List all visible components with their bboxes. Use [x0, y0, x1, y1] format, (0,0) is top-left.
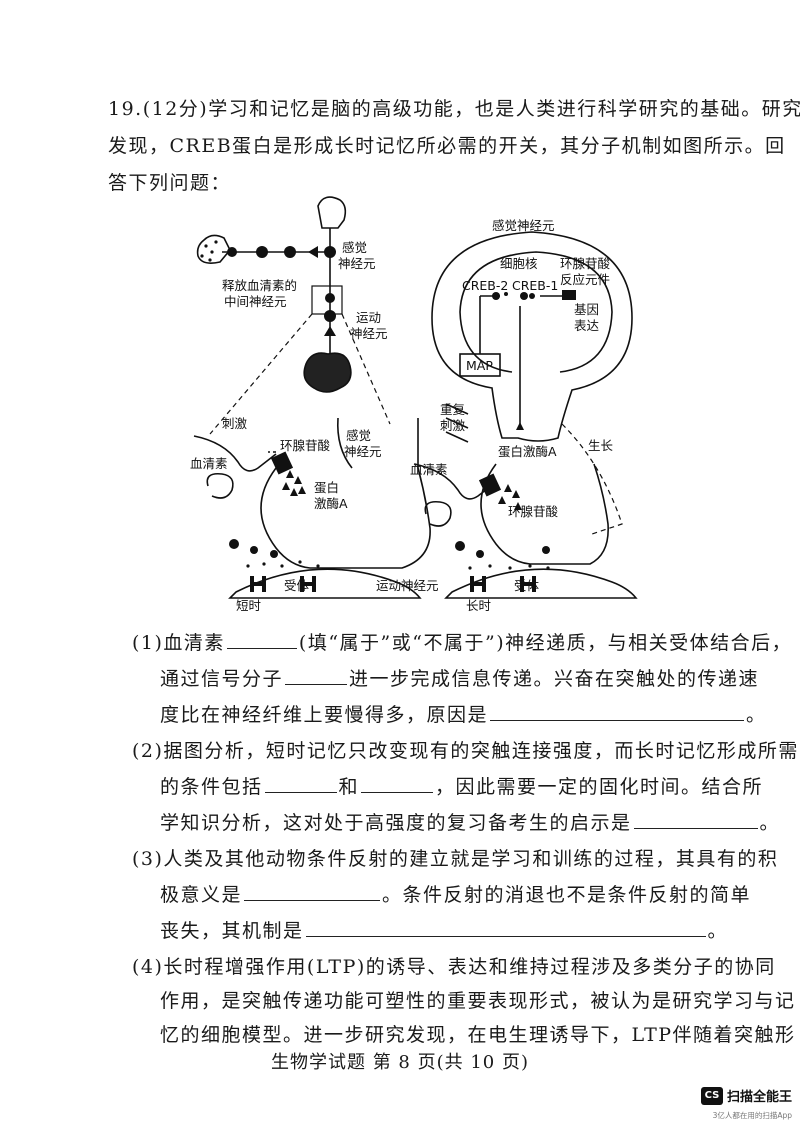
part-2-line-2: 的条件包括 和 ，因此需要一定的固化时间。结合所 [160, 772, 763, 799]
part-2-line-1: (2)据图分析，短时记忆只改变现有的突触连接强度，而长时记忆形成所需 [132, 740, 799, 762]
label-cre-1: 环腺苷酸 [560, 256, 611, 271]
sensory-terminal-left [260, 418, 431, 569]
answer-blank-4[interactable] [264, 790, 337, 793]
label-interneuron: 中间神经元 [224, 294, 287, 309]
part-2-text-b: 的条件包括 [160, 776, 263, 798]
part-4-line-3: 忆的细胞模型。进一步研究发现，在电生理诱导下，LTP伴随着突触形 [160, 1024, 796, 1046]
label-gene-1: 基因 [574, 302, 599, 317]
label-short-term: 短时 [236, 598, 262, 613]
scanner-watermark: CS 扫描全能王 [700, 1086, 792, 1105]
gill-icon [196, 234, 231, 264]
label-sensory: 感觉 [342, 240, 367, 255]
label-cre-2: 反应元件 [560, 272, 610, 287]
label-sensory-neuron: 神经元 [338, 256, 376, 271]
question-stem-line-1: 19.(12分)学习和记忆是脑的高级功能，也是人类进行科学研究的基础。研究 [108, 98, 800, 120]
label-neuron-left: 神经元 [344, 444, 382, 459]
part-1-end: 。 [746, 704, 767, 726]
answer-blank-5[interactable] [361, 790, 434, 793]
part-3-text-d: 丧失，其机制是 [160, 920, 304, 942]
part-1-text-d: 进一步完成信息传递。兴奋在突触处的传递速 [349, 668, 760, 690]
label-pka-right: 蛋白激酶A [498, 444, 557, 459]
part-4-line-2: 作用，是突触传递功能可塑性的重要表现形式，被认为是研究学习与记 [160, 990, 796, 1012]
question-stem-line-3: 答下列问题： [108, 172, 232, 194]
label-release-serotonin: 释放血清素的 [222, 278, 297, 293]
part-1-line-3: 度比在神经纤维上要慢得多，原因是 。 [160, 700, 767, 727]
part-3-text-c: 。条件反射的消退也不是条件反射的简单 [382, 884, 752, 906]
label-serotonin-left: 血清素 [190, 456, 228, 471]
part-1-text-c: 通过信号分子 [160, 668, 284, 690]
part-2-and: 和 [338, 776, 360, 798]
label-repeat-1: 重复 [440, 402, 466, 417]
part-3-line-1: (3)人类及其他动物条件反射的建立就是学习和训练的过程，其具有的积 [132, 848, 779, 870]
question-stem-line-2: 发现，CREB蛋白是形成长时记忆所必需的开关，其分子机制如图所示。回 [108, 135, 786, 157]
part-2-text-c: ，因此需要一定的固化时间。结合所 [435, 776, 764, 798]
serotonin-terminal-outline [193, 435, 277, 472]
label-creb1: CREB-1 [512, 278, 558, 293]
label-sensory-neuron-right: 感觉神经元 [492, 218, 555, 233]
part-1-text-b: (填“属于”或“不属于”)神经递质，与相关受体结合后， [298, 632, 793, 654]
label-long-term: 长时 [466, 598, 492, 613]
part-2-end: 。 [759, 812, 781, 834]
part-1-line-1: (1)血清素 (填“属于”或“不属于”)神经递质，与相关受体结合后， [132, 628, 792, 655]
answer-blank-7[interactable] [244, 898, 381, 901]
sensory-head-icon [317, 196, 347, 229]
label-pka-2: 激酶A [314, 496, 348, 511]
diagram-svg: 感觉 神经元 释放血清素的 中间神经元 运动 神经元 [190, 196, 638, 613]
label-gene-2: 表达 [574, 318, 600, 333]
part-3-line-2: 极意义是 。条件反射的消退也不是条件反射的简单 [160, 880, 751, 907]
label-repeat-2: 刺激 [440, 418, 466, 433]
label-motor: 运动 [356, 310, 381, 325]
label-receptor-right: 受体 [514, 578, 540, 593]
label-receptor-left: 受体 [284, 578, 310, 593]
label-sensory-left: 感觉 [346, 428, 371, 443]
scanner-app-name: 扫描全能王 [726, 1090, 792, 1105]
answer-blank-2[interactable] [285, 682, 348, 685]
answer-blank-3[interactable] [490, 718, 745, 721]
label-stimulus-left: 刺激 [222, 416, 248, 431]
part-3-text-b: 极意义是 [160, 884, 243, 906]
label-motor-neuron-left: 运动神经元 [376, 578, 439, 593]
label-pka-1: 蛋白 [314, 480, 339, 495]
label-nucleus: 细胞核 [500, 256, 538, 271]
part-3-line-3: 丧失，其机制是 。 [160, 916, 728, 943]
part-4-line-1: (4)长时程增强作用(LTP)的诱导、表达和维持过程涉及多类分子的协同 [132, 956, 776, 978]
part-2-text-d: 学知识分析，这对处于高强度的复习备考生的启示是 [160, 812, 632, 834]
label-serotonin-right: 血清素 [410, 462, 448, 477]
part-1-line-2: 通过信号分子 进一步完成信息传递。兴奋在突触处的传递速 [160, 664, 759, 691]
label-camp-left: 环腺苷酸 [280, 438, 331, 453]
label-creb2: CREB-2 [462, 278, 508, 293]
scanner-logo-icon: CS [700, 1086, 723, 1105]
answer-blank-1[interactable] [226, 646, 297, 649]
part-1-text-e: 度比在神经纤维上要慢得多，原因是 [160, 704, 489, 726]
label-map: MAP [466, 358, 493, 373]
label-growth: 生长 [588, 438, 614, 453]
label-camp-right: 环腺苷酸 [508, 504, 559, 519]
muscle-icon [303, 352, 352, 393]
part-2-line-3: 学知识分析，这对处于高强度的复习备考生的启示是 。 [160, 808, 780, 835]
label-motor-neuron: 神经元 [350, 326, 388, 341]
part-1-prefix: (1)血清素 [132, 632, 225, 654]
answer-blank-6[interactable] [633, 826, 758, 829]
memory-mechanism-diagram: 感觉 神经元 释放血清素的 中间神经元 运动 神经元 [190, 186, 640, 616]
motor-neuron-left [228, 568, 422, 599]
page-footer: 生物学试题 第 8 页(共 10 页) [270, 1052, 529, 1073]
part-3-end: 。 [707, 920, 729, 942]
scanner-tagline: 3亿人都在用的扫描App [712, 1111, 792, 1120]
answer-blank-8[interactable] [305, 934, 706, 937]
